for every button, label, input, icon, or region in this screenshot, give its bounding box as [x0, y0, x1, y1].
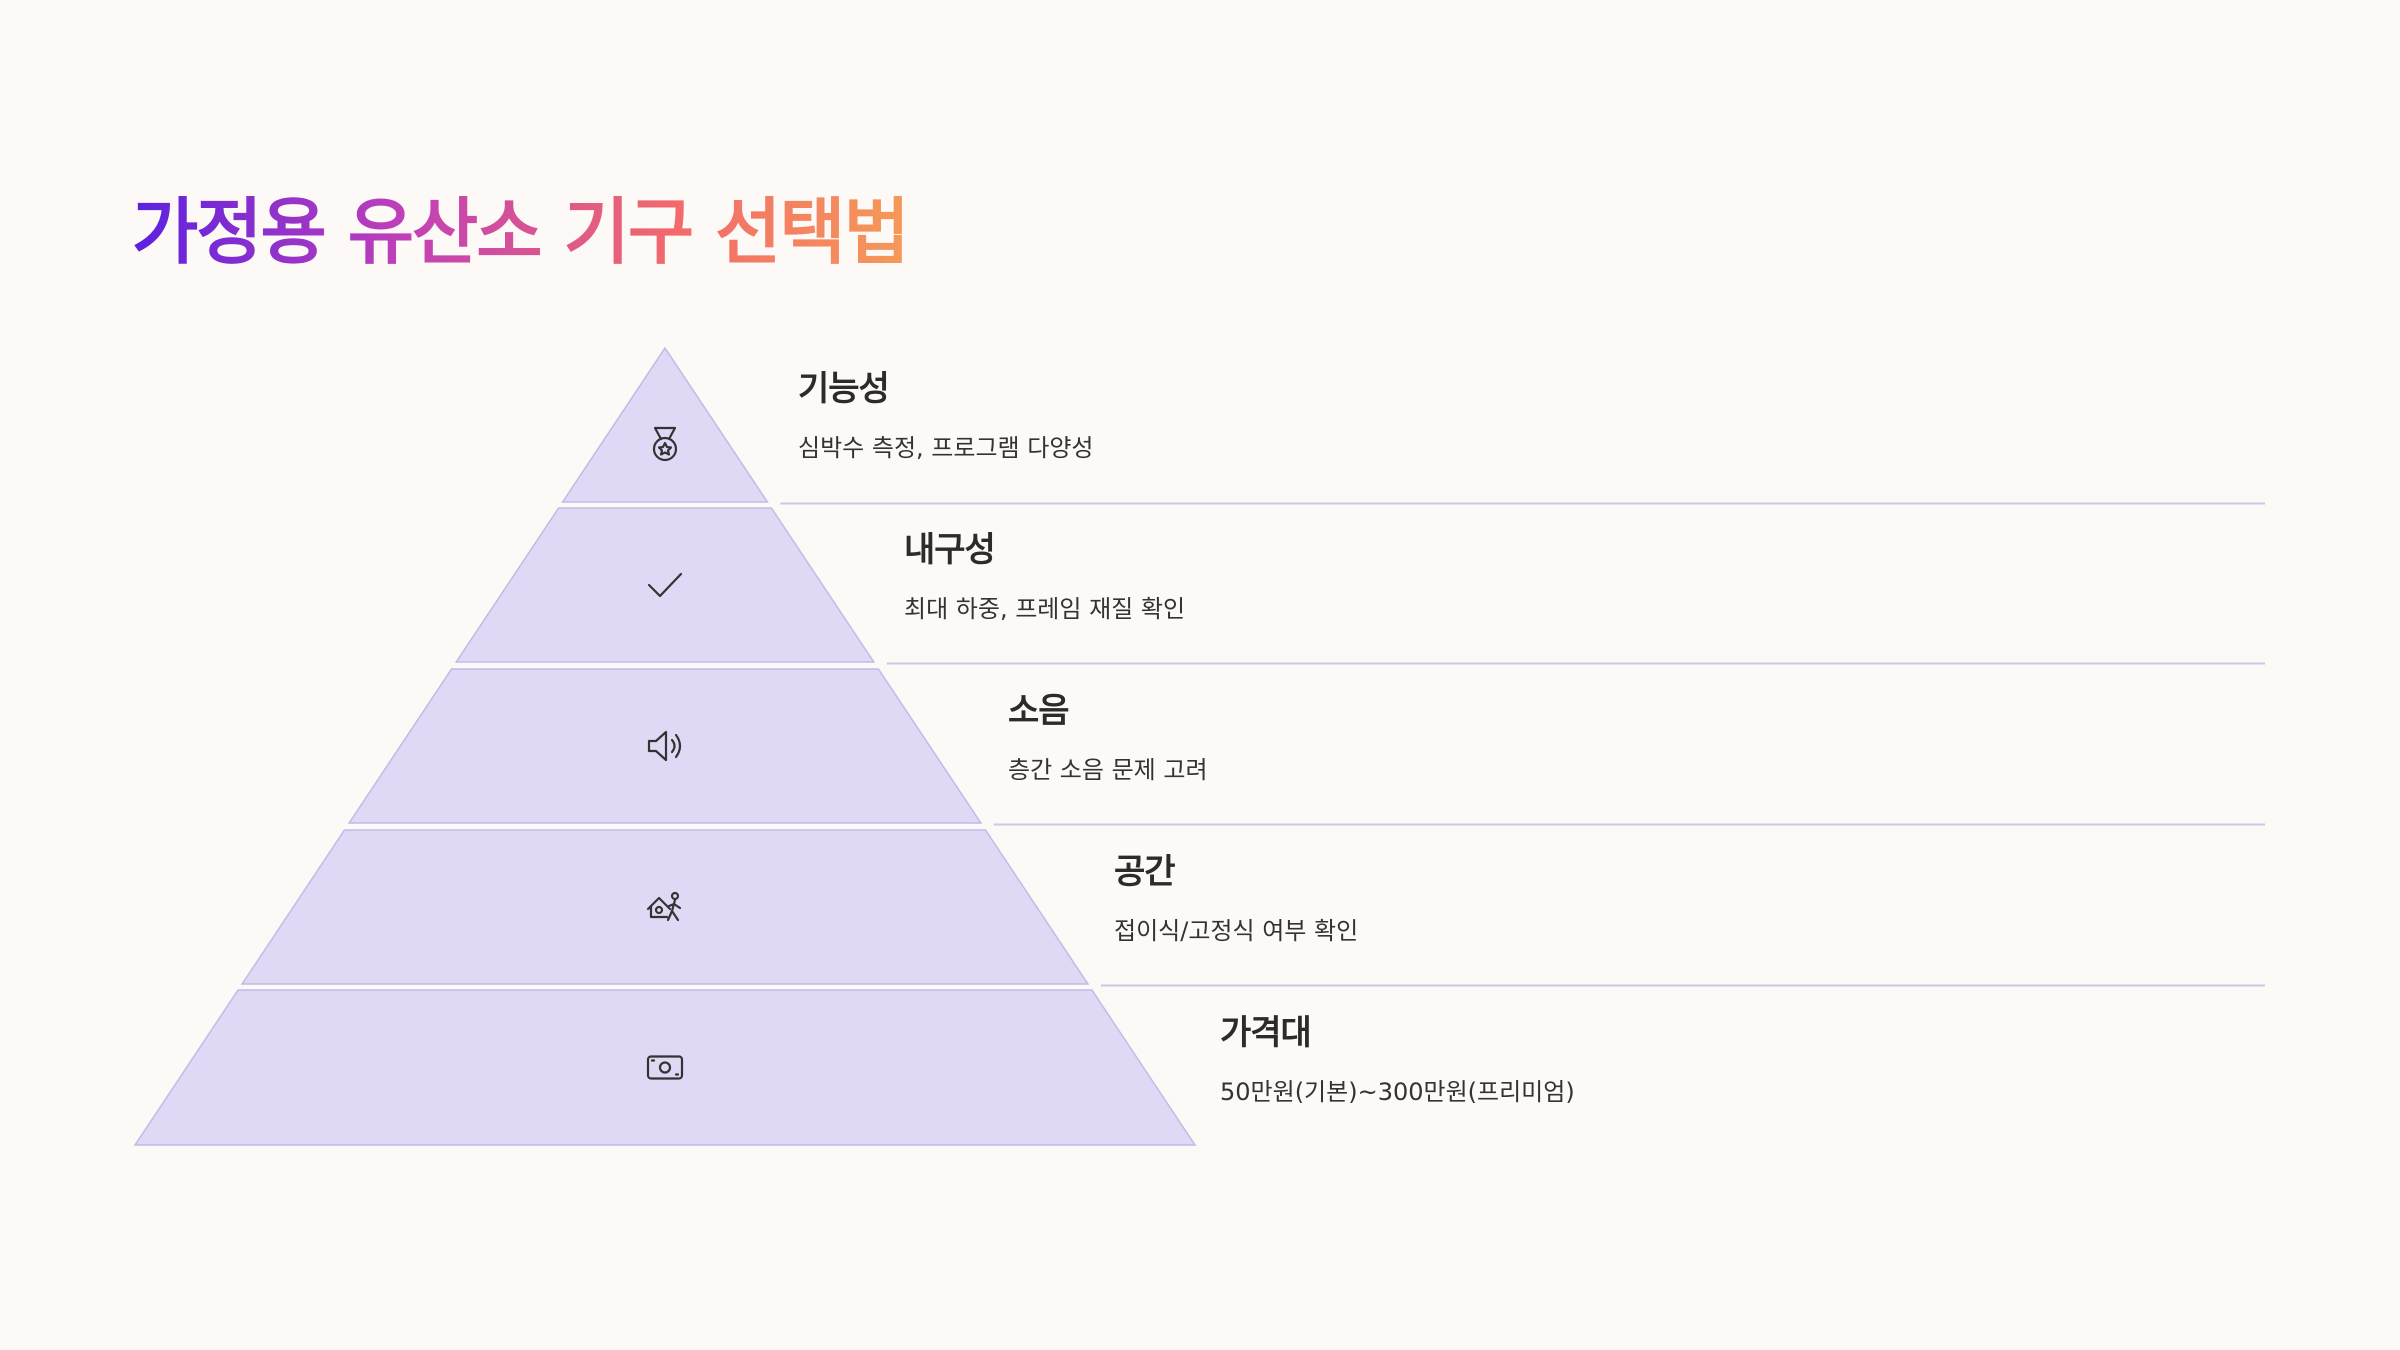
speaker-icon — [647, 730, 682, 762]
pyramid-tier-1 — [561, 346, 769, 503]
tier-description: 50만원(기본)~300만원(프리미엄) — [1220, 1078, 1575, 1106]
tier-title: 소음 — [1008, 691, 1070, 731]
tier-description: 층간 소음 문제 고려 — [1008, 756, 1208, 784]
tier-text-5: 가격대 50만원(기본)~300만원(프리미엄) — [1220, 1016, 1575, 1104]
home-person-icon — [646, 891, 682, 922]
tier-description: 최대 하중, 프레임 재질 확인 — [904, 595, 1186, 623]
medal-icon — [652, 426, 678, 462]
page-title: 가정용 유산소 기구 선택법 — [132, 190, 910, 274]
check-icon — [647, 572, 683, 598]
tier-title: 가격대 — [1220, 1013, 1312, 1053]
pyramid-tier-5 — [133, 989, 1197, 1146]
tier-title: 기능성 — [798, 369, 890, 409]
tier-title: 내구성 — [904, 530, 996, 570]
tier-text-2: 내구성 최대 하중, 프레임 재질 확인 — [904, 533, 1185, 621]
tier-text-3: 소음 층간 소음 문제 고려 — [1008, 694, 1208, 782]
tier-text-4: 공간 접이식/고정식 여부 확인 — [1114, 855, 1358, 943]
tier-text-1: 기능성 심박수 측정, 프로그램 다양성 — [798, 372, 1093, 460]
tier-description: 접이식/고정식 여부 확인 — [1114, 917, 1359, 945]
money-icon — [646, 1055, 684, 1080]
tier-description: 심박수 측정, 프로그램 다양성 — [798, 434, 1094, 462]
pyramid-tier-2 — [454, 507, 876, 663]
pyramid-tier-4 — [240, 829, 1090, 985]
tier-title: 공간 — [1114, 852, 1176, 892]
